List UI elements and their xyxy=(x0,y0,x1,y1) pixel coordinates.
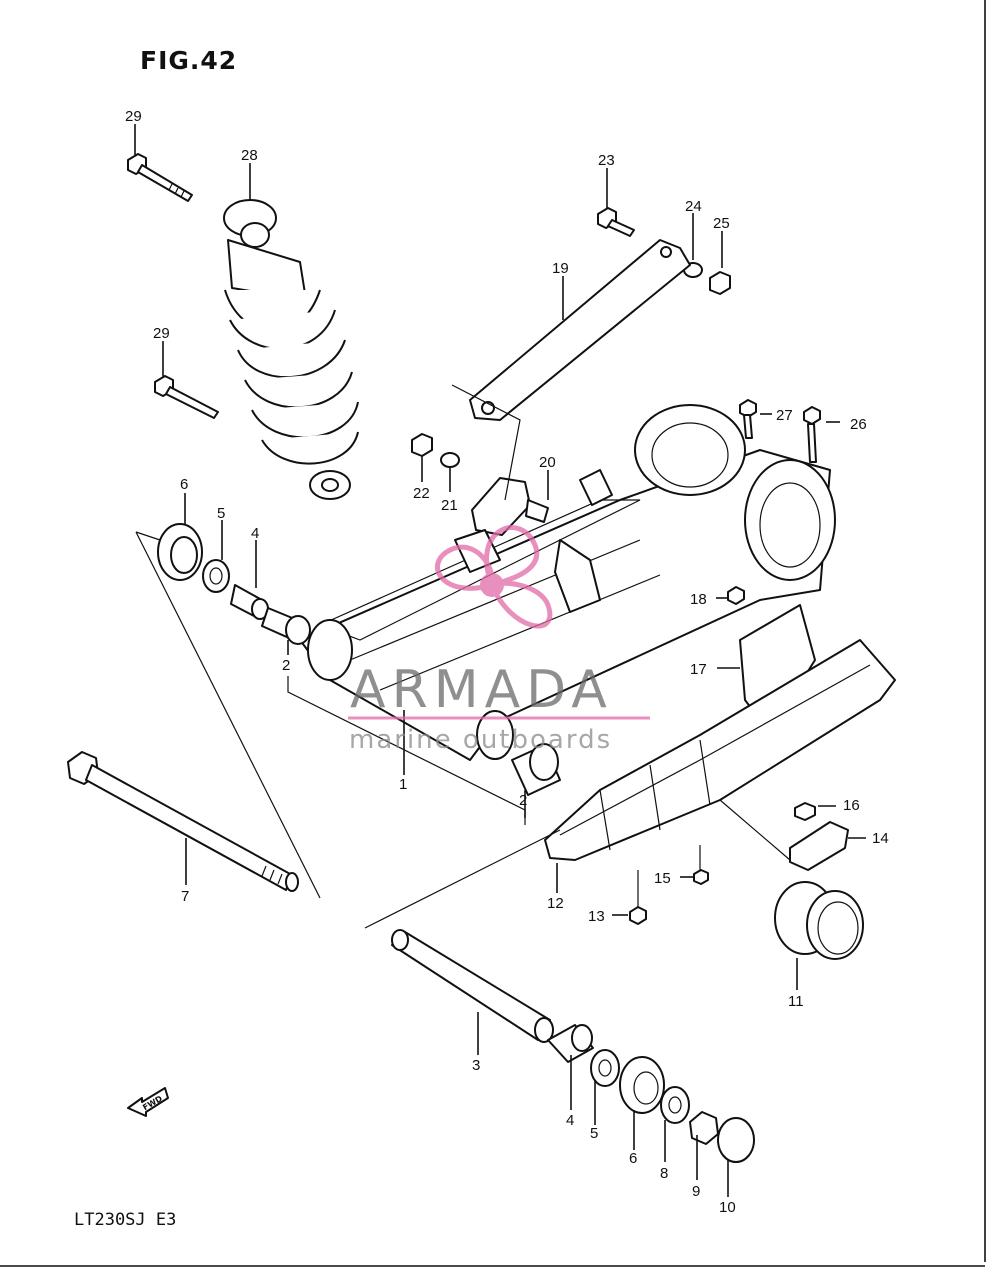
callout-10: 10 xyxy=(719,1199,736,1216)
bolt-27 xyxy=(739,399,757,418)
figure-title: FIG.42 xyxy=(140,46,238,75)
left-bearing-group xyxy=(157,523,311,645)
callout-19: 19 xyxy=(552,260,569,277)
callout-28: 28 xyxy=(241,147,258,164)
watermark-name: ARMADA xyxy=(350,660,613,720)
callout-11: 11 xyxy=(788,993,804,1010)
nut-22 xyxy=(411,433,433,457)
callout-3: 3 xyxy=(472,1057,480,1074)
callout-5-upper: 5 xyxy=(217,505,225,522)
nut-25 xyxy=(709,271,731,295)
callout-2-upper: 2 xyxy=(282,657,290,674)
callout-25: 25 xyxy=(713,215,730,232)
bolt-middle xyxy=(154,375,219,419)
axle-7 xyxy=(67,751,299,892)
sleeve-3 xyxy=(391,929,554,1043)
swing-arm xyxy=(299,404,836,761)
torque-rod xyxy=(469,239,691,421)
propeller-logo-icon xyxy=(435,525,553,629)
callout-29-middle: 29 xyxy=(153,325,170,342)
model-label: LT230SJ E3 xyxy=(74,1210,177,1230)
boot-11 xyxy=(774,881,864,960)
callout-22: 22 xyxy=(413,485,430,502)
callout-18: 18 xyxy=(690,591,707,608)
callout-27: 27 xyxy=(776,407,793,424)
bolt-26 xyxy=(803,406,821,425)
callout-12: 12 xyxy=(547,895,564,912)
callout-26: 26 xyxy=(850,416,867,433)
callout-23: 23 xyxy=(598,152,615,169)
shock-absorber xyxy=(223,199,359,500)
callout-4-lower: 4 xyxy=(566,1112,574,1129)
callout-14: 14 xyxy=(872,830,889,847)
callout-9: 9 xyxy=(692,1183,700,1200)
callout-21: 21 xyxy=(441,497,458,514)
bolt-15 xyxy=(693,869,709,885)
callout-15: 15 xyxy=(654,870,671,887)
callout-4-upper: 4 xyxy=(251,525,259,542)
cover-12 xyxy=(544,639,896,861)
callout-2-lower: 2 xyxy=(519,792,527,809)
clamp-14 xyxy=(789,821,849,871)
washer-21 xyxy=(440,452,460,468)
forward-direction-arrow: FWD xyxy=(127,1087,169,1117)
bolt-23 xyxy=(597,207,635,237)
callout-13: 13 xyxy=(588,908,605,925)
callout-16: 16 xyxy=(843,797,860,814)
callout-5-lower: 5 xyxy=(590,1125,598,1142)
callout-6-lower: 6 xyxy=(629,1150,637,1167)
callout-7: 7 xyxy=(181,888,189,905)
bolt-13 xyxy=(629,906,647,925)
callout-6-upper: 6 xyxy=(180,476,188,493)
callout-24: 24 xyxy=(685,198,702,215)
callout-17: 17 xyxy=(690,661,707,678)
callout-1: 1 xyxy=(399,776,407,793)
watermark-tagline: marine outboards xyxy=(349,725,613,755)
bolt-top xyxy=(127,153,193,202)
rod-bracket xyxy=(471,477,531,536)
callout-29-top: 29 xyxy=(125,108,142,125)
nut-16 xyxy=(794,802,816,821)
callout-8: 8 xyxy=(660,1165,668,1182)
bearing-2-lower xyxy=(511,743,561,796)
callout-20: 20 xyxy=(539,454,556,471)
bolt-18 xyxy=(727,586,745,605)
right-bearing-group xyxy=(547,1024,755,1163)
bolt-20 xyxy=(525,499,549,523)
